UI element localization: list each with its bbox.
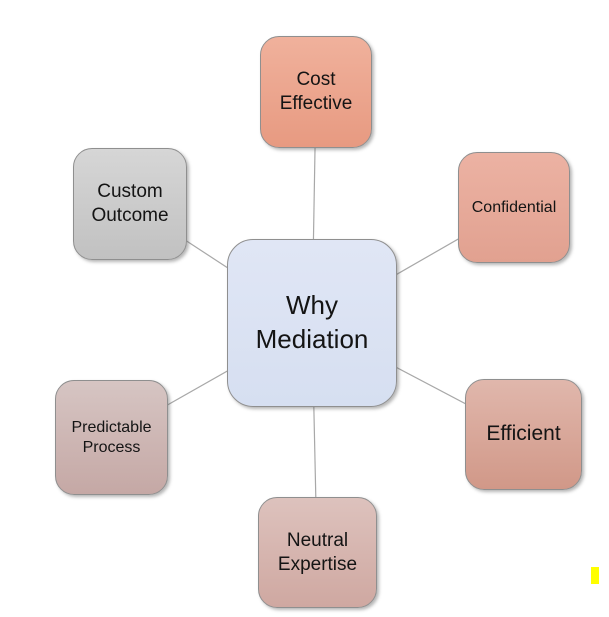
node-cost-effective: Cost Effective — [260, 36, 372, 148]
node-predictable-process: Predictable Process — [55, 380, 168, 495]
node-neutral-expertise: Neutral Expertise — [258, 497, 377, 608]
node-confidential: Confidential — [458, 152, 570, 263]
node-why-mediation: Why Mediation — [227, 239, 397, 407]
node-why-mediation-label: Why Mediation — [255, 290, 369, 354]
node-custom-outcome: Custom Outcome — [73, 148, 187, 260]
node-confidential-label: Confidential — [471, 198, 557, 216]
node-predictable-process-label: Predictable Process — [71, 418, 152, 456]
yellow-highlight-marker — [591, 567, 599, 584]
node-efficient: Efficient — [465, 379, 582, 490]
node-efficient-label: Efficient — [486, 422, 561, 446]
node-neutral-expertise-label: Neutral Expertise — [277, 529, 358, 575]
node-cost-effective-label: Cost Effective — [279, 69, 353, 114]
node-custom-outcome-label: Custom Outcome — [91, 181, 169, 226]
